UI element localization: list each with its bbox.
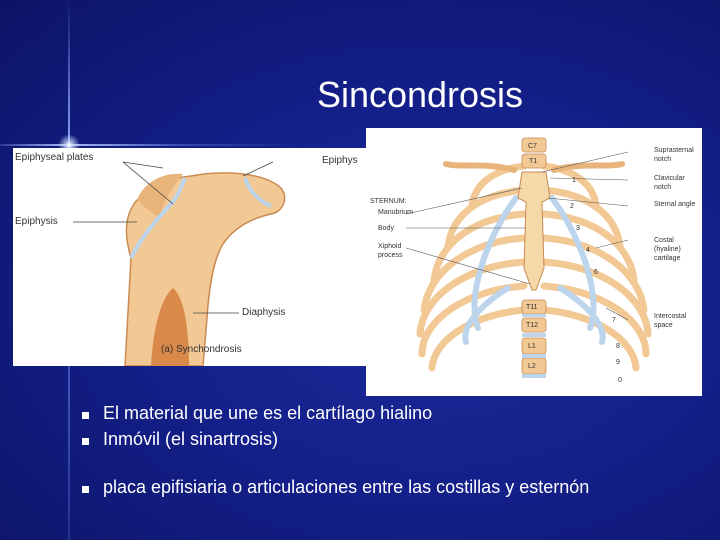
label-epiphysis: Epiphysis (15, 216, 58, 227)
left-clavicle (443, 161, 517, 173)
label-clavicular-notch: Clavicular notch (654, 175, 685, 191)
pointer-line (122, 161, 174, 205)
right-clavicle (551, 161, 625, 173)
synchondrosis-figure: Epiphyseal plates Epiphysis Epiphys Diap… (13, 148, 369, 366)
ribs-right (540, 162, 652, 372)
bullet-square-icon (82, 438, 89, 445)
label-body: Body (378, 225, 394, 232)
label-rib-8: 8 (616, 343, 620, 350)
costal-cartilage (462, 195, 606, 345)
pointer-line (122, 161, 164, 169)
label-t12: T12 (526, 322, 539, 329)
rib-cage-illustration (405, 137, 652, 378)
femoral-head (137, 173, 183, 218)
bullet-square-icon (82, 412, 89, 419)
label-epiphyseal-plates: Epiphyseal plates (15, 152, 94, 163)
label-manubrium: Manubrium (378, 209, 414, 216)
label-rib-1: 1 (572, 177, 576, 184)
bullet-text: El material que une es el cartílago hial… (103, 403, 433, 423)
label-sternum: STERNUM: (370, 198, 407, 205)
label-diaphysis: Diaphysis (242, 307, 286, 318)
label-sternal-angle: Sternal angle (654, 201, 696, 208)
label-t11: T11 (526, 304, 538, 311)
label-epiphysis-top: Epiphys (322, 155, 358, 166)
medullary-cavity (151, 288, 189, 366)
label-rib-9: 9 (616, 359, 620, 366)
label-l1: L1 (528, 343, 536, 350)
label-rib-7: 7 (612, 317, 616, 324)
epiphyseal-plate-head (129, 177, 187, 259)
epiphyseal-plate-trochanter (243, 177, 272, 208)
sternum (517, 171, 551, 291)
label-rib-4: 4 (586, 247, 590, 254)
label-suprasternal-notch: Suprasternal notch (654, 147, 694, 163)
pointer-line (242, 161, 274, 177)
label-costal-cartilage: Costal (hyaline) cartilage (654, 237, 681, 262)
label-c7: C7 (528, 143, 537, 150)
label-rib-6: 6 (594, 269, 598, 276)
label-t1: T1 (529, 158, 538, 165)
bullet-square-icon (82, 486, 89, 493)
figure-caption: (a) Synchondrosis (161, 344, 242, 355)
label-l2: L2 (528, 363, 536, 370)
label-rib-10: 0 (618, 377, 622, 384)
bullet-text: placa epifisiaria o articulaciones entre… (103, 477, 590, 497)
label-xiphoid-process: Xiphoid process (378, 243, 403, 259)
intervertebral-discs (522, 314, 546, 378)
label-rib-2: 2 (570, 203, 574, 210)
slide-title: Sincondrosis (316, 74, 524, 115)
bullet-text: Inmóvil (el sinartrosis) (103, 429, 279, 449)
pointer-lines (405, 151, 629, 321)
label-rib-3: 3 (576, 225, 580, 232)
label-intercostal-space: Intercostal space (654, 313, 687, 329)
femur-illustration (73, 161, 286, 366)
decorative-horizontal-line (0, 144, 300, 146)
thoracic-cage-figure: STERNUM: Manubrium Body Xiphoid process … (366, 128, 702, 396)
